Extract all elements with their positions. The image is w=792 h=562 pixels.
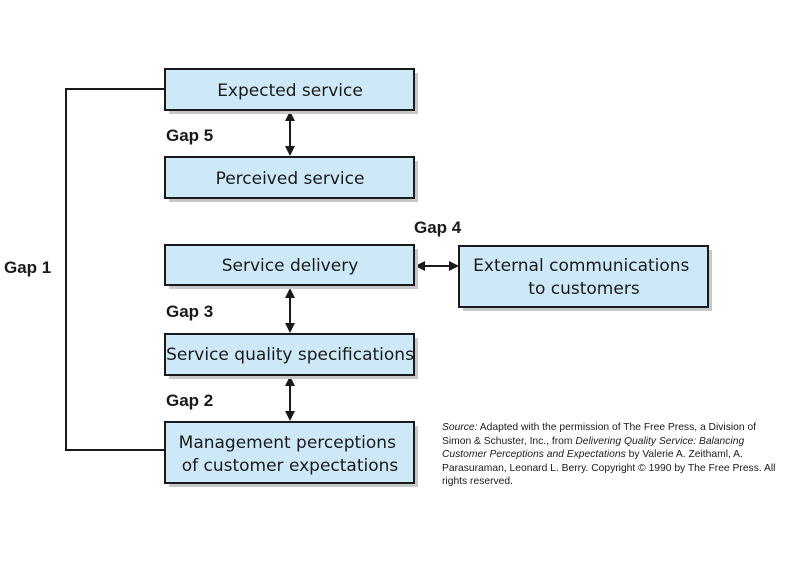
svg-text:External communications: External communications to customers	[473, 256, 695, 299]
gap2-label: Gap 2	[166, 391, 213, 410]
external-communications-box: External communications to customers	[458, 245, 712, 311]
source-book-title: Delivering Quality Service: Balancing Cu…	[442, 435, 745, 461]
svg-text:Service quality specifications: Service quality specifications	[166, 345, 414, 365]
perceived-service-box: Perceived service	[164, 156, 418, 202]
source-text-2: by Valerie A. Zeithaml, A. Parasuraman, …	[442, 449, 776, 488]
gap5-label: Gap 5	[166, 126, 213, 145]
service-quality-specifications-box: Service quality specifications	[164, 333, 418, 379]
svg-text:Expected service: Expected service	[217, 81, 363, 101]
gap1-label: Gap 1	[4, 258, 51, 277]
svg-text:Service delivery: Service delivery	[222, 256, 359, 276]
management-perceptions-label-line1: Management perceptions	[179, 433, 396, 453]
expected-service-box: Expected service	[164, 68, 418, 114]
management-perceptions-box: Management perceptions of customer expec…	[164, 421, 418, 487]
service-quality-specifications-label: Service quality specifications	[166, 345, 414, 365]
source-text-1: Adapted with the permission of The Free …	[442, 422, 757, 447]
management-perceptions-label-line2: of customer expectations	[182, 456, 399, 476]
expected-service-label: Expected service	[217, 81, 363, 101]
gap1-bracket-line	[65, 88, 165, 451]
external-communications-label-line1: External communications	[473, 256, 689, 276]
source-label: Source:	[442, 422, 478, 433]
svg-text:Perceived service: Perceived service	[216, 169, 365, 189]
gap4-label: Gap 4	[414, 218, 462, 237]
perceived-service-label: Perceived service	[216, 169, 365, 189]
svg-text:Management perceptions o: Management perceptions of customer expec…	[179, 433, 402, 476]
external-communications-label-line2: to customers	[528, 279, 640, 299]
service-delivery-label: Service delivery	[222, 256, 359, 276]
gap3-label: Gap 3	[166, 302, 213, 321]
source-citation: Source: Adapted with the permission of T…	[442, 421, 782, 489]
service-delivery-box: Service delivery	[164, 244, 418, 289]
